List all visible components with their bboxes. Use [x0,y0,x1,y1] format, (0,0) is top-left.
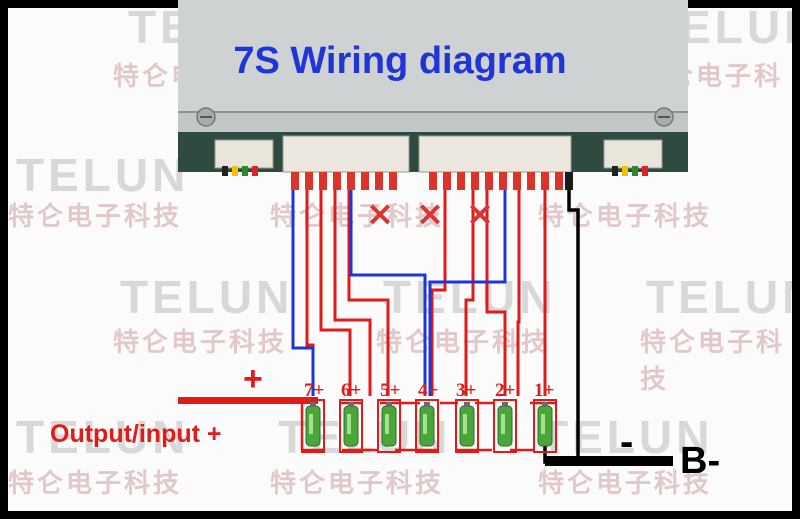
negative-wire [543,190,670,464]
side-wires-left [222,166,258,176]
cell-frame [377,399,401,453]
output-input-label: Output/input + [50,420,222,448]
negative-bar [545,456,673,466]
cell-frame [301,399,325,453]
cell-label-4: 4+ [418,380,439,401]
balance-connector-b [418,135,572,173]
cross-mark-icon: × [366,194,395,234]
cell-frame [533,399,557,453]
battery-cell-5-icon [381,402,397,447]
b-minus-label: B- [680,440,721,482]
negative-sign: - [620,420,634,464]
cell-frame [415,399,439,453]
battery-cell-7-icon [305,402,321,447]
battery-cell-6-icon [343,402,359,447]
cell-label-1: 1+ [534,380,555,401]
connector-pins [291,172,573,190]
side-connector-left [214,139,274,169]
side-connector-right [603,139,663,169]
side-wires-right [612,166,648,176]
battery-cells [305,402,553,447]
cross-marks: × × × [366,194,495,234]
cell-frame [455,399,479,453]
battery-cell-4-icon [419,402,435,447]
cell-label-5: 5+ [380,380,401,401]
balance-connector-a [282,135,410,173]
cross-mark-icon: × [416,194,445,234]
diagram-title: 7S Wiring diagram [233,40,567,82]
board-plate [178,0,688,112]
battery-cell-1-icon [537,402,553,447]
cell-label-6: 6+ [341,380,362,401]
cell-label-3: 3+ [456,380,477,401]
cell-frame [493,399,517,453]
battery-cell-2-icon [497,402,513,447]
positive-sign: + [243,360,263,398]
blue-balance-wires [291,190,507,396]
positive-output-bar [178,397,318,404]
battery-cell-3-icon [459,402,475,447]
cell-frame [339,399,363,453]
bms-board [178,0,688,176]
cell-label-2: 2+ [495,380,516,401]
cross-mark-icon: × [466,194,495,234]
cell-label-7: 7+ [304,380,325,401]
